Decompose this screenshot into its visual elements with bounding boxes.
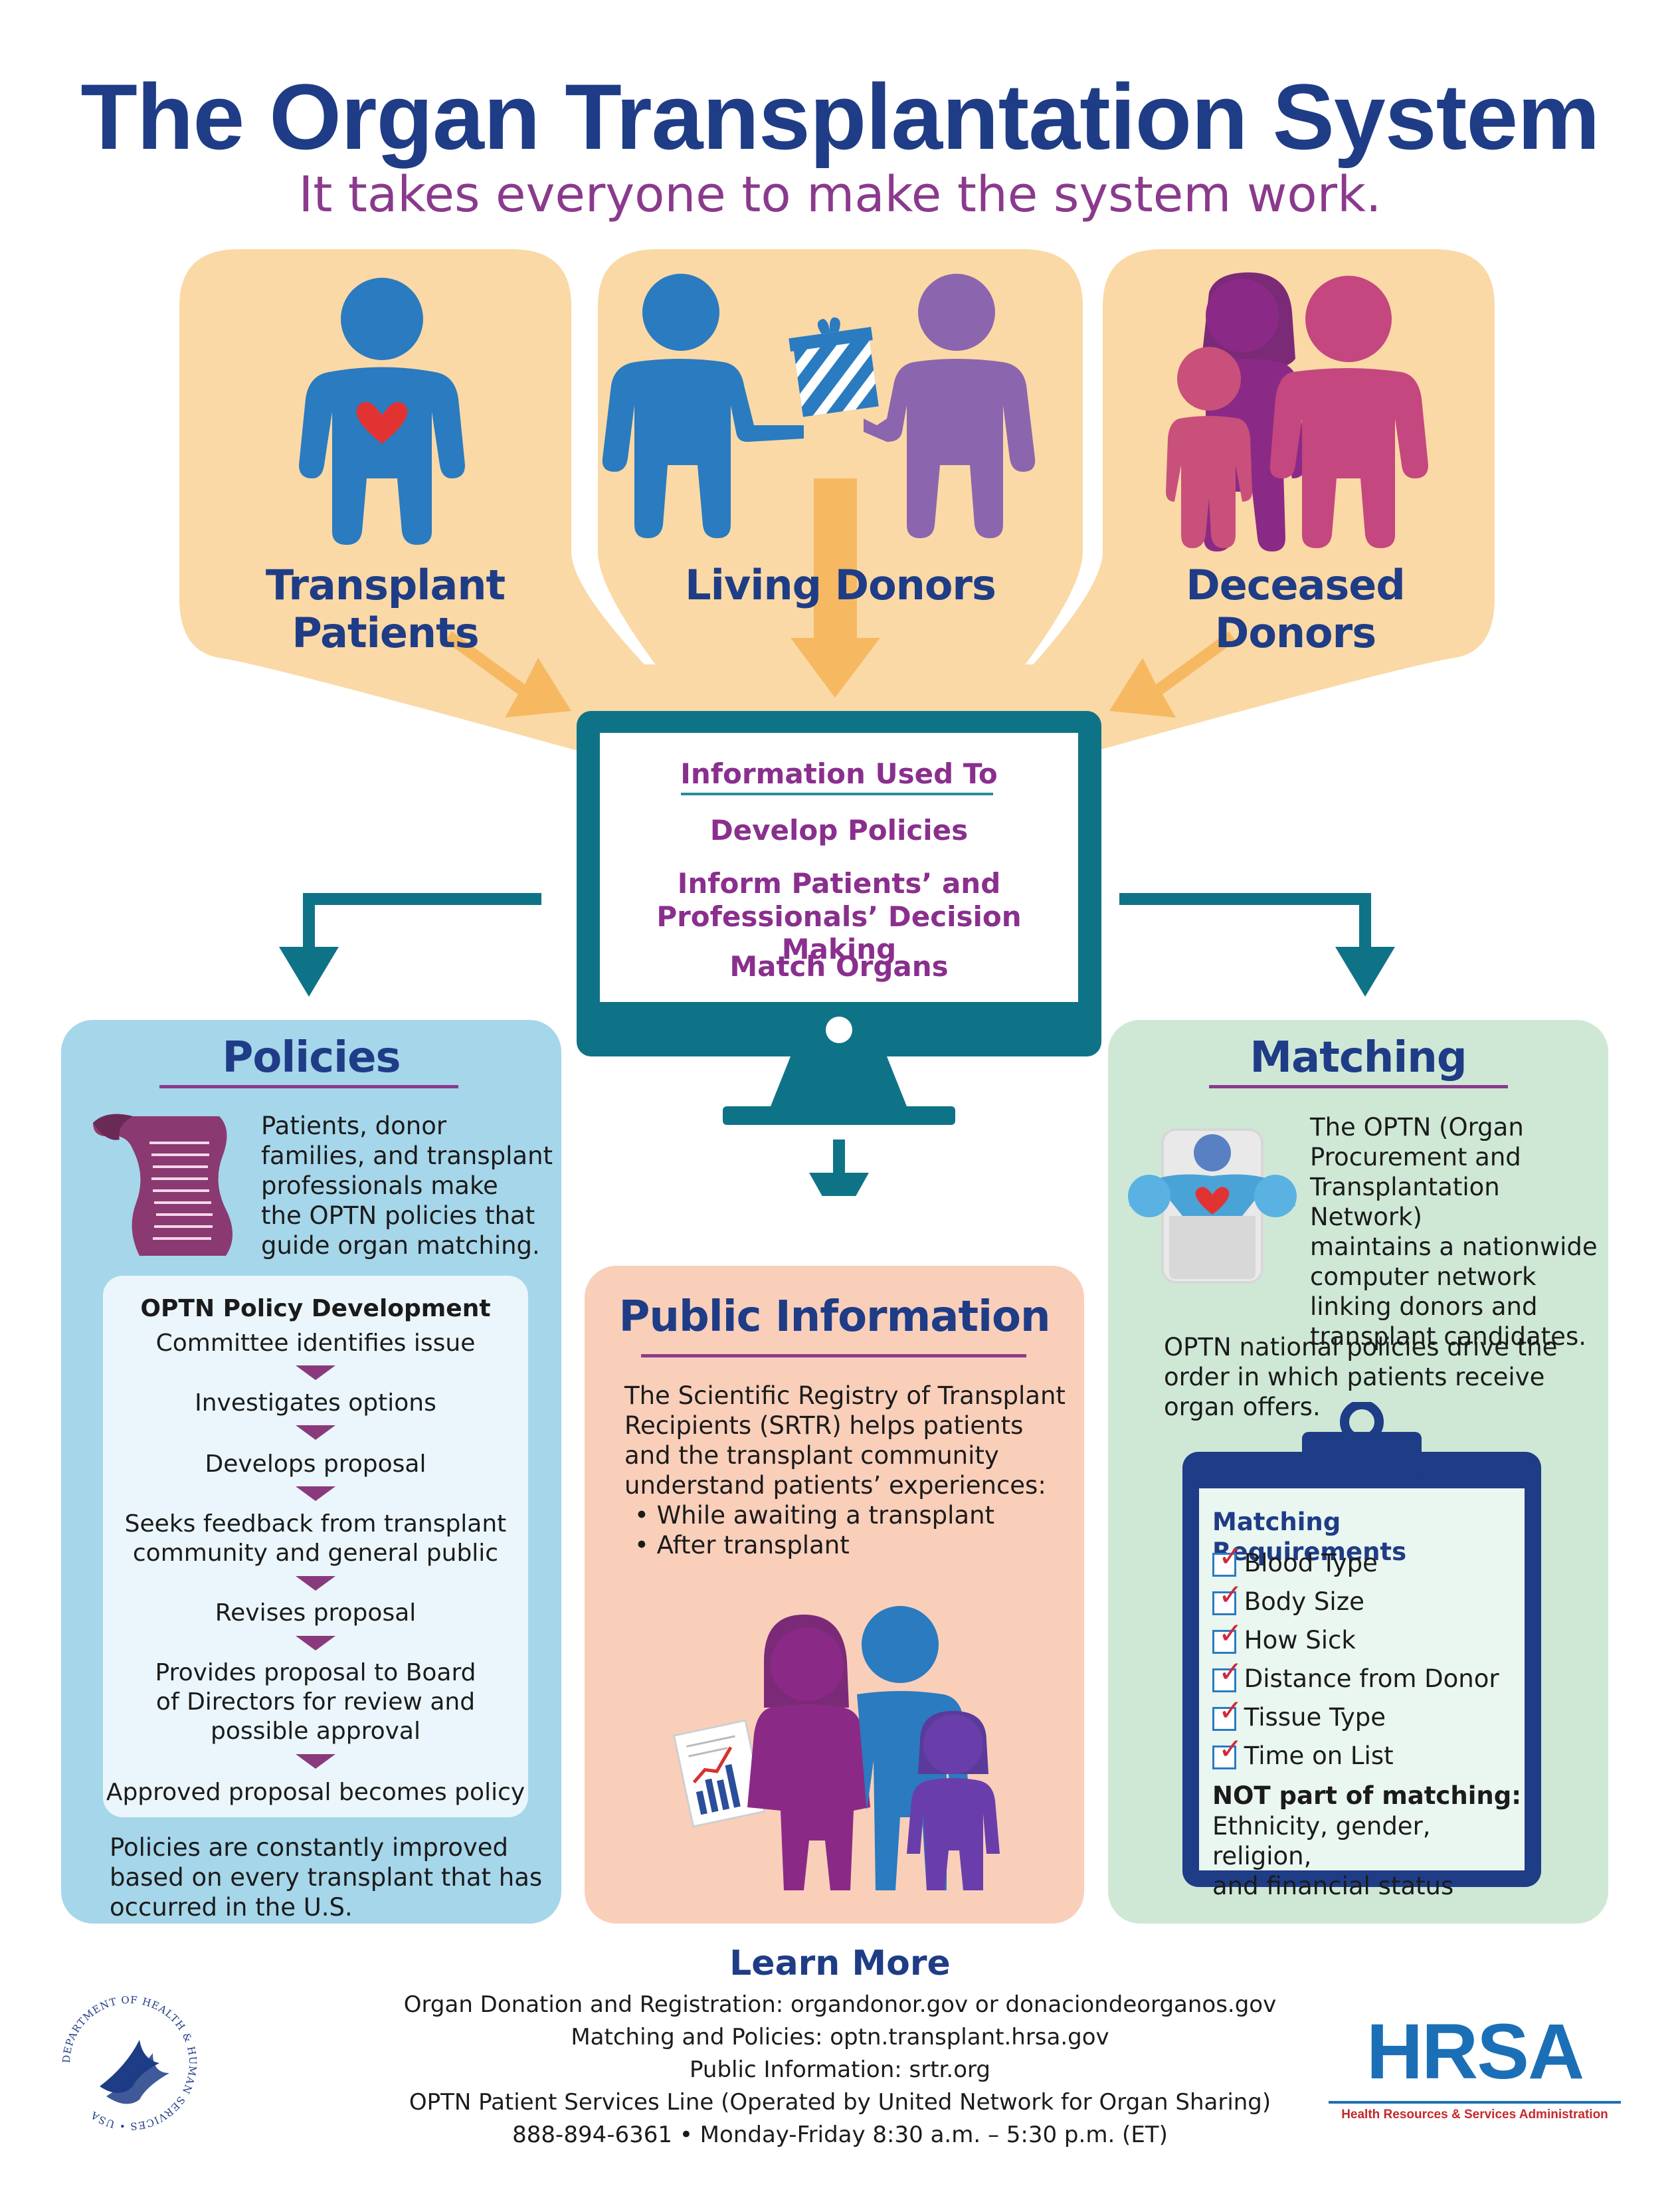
policy-step-5: Revises proposal [215, 1599, 417, 1627]
policies-title: Policies [222, 1033, 401, 1082]
requirement-item: ✓ Tissue Type [1212, 1696, 1386, 1732]
public-info-bullets: • While awaiting a transplant • After tr… [634, 1500, 1060, 1560]
policies-intro: Patients, donor families, and transplant… [261, 1112, 553, 1260]
policies-closing: Policies are constantly improved based o… [110, 1833, 543, 1922]
requirement-item: ✓ Blood Type [1212, 1542, 1378, 1578]
learn-more-title: Learn More [729, 1943, 951, 1983]
monitor-item-inform-2: Professionals’ Decision Making [656, 900, 1022, 965]
arrow-left-orange [445, 631, 571, 718]
group-label-line2: Donors [1214, 609, 1376, 657]
family-icon [1166, 272, 1428, 551]
not-matching-title: NOT part of matching: [1212, 1781, 1521, 1810]
transplant-patients-label: Transplant Patients [219, 561, 551, 657]
checkbox-checked-icon: ✓ [1212, 1580, 1243, 1615]
deceased-donors-label: Deceased Donors [1129, 561, 1461, 657]
step-arrow-icon [296, 1636, 335, 1650]
page-title: The Organ Transplantation System [80, 64, 1600, 169]
policies-title-rule [159, 1085, 458, 1088]
scroll-document-icon [93, 1114, 233, 1256]
step-arrow-icon [296, 1425, 335, 1440]
hrsa-logo: HRSA [1366, 2008, 1584, 2096]
gift-exchange-icon [602, 274, 1036, 538]
arrow-right-orange [1109, 631, 1236, 718]
monitor-item-match: Match Organs [729, 950, 949, 983]
requirement-item: ✓ Distance from Donor [1212, 1657, 1499, 1694]
teal-arrow-right [1119, 893, 1395, 997]
matching-title: Matching [1250, 1033, 1467, 1082]
policy-step-4b: community and general public [132, 1540, 499, 1567]
requirement-item: ✓ How Sick [1212, 1619, 1356, 1655]
group-label-line1: Living Donors [685, 561, 996, 609]
patient-bed-icon [1128, 1128, 1297, 1284]
footer-patient-services: OPTN Patient Services Line (Operated by … [409, 2089, 1271, 2116]
list-item: • While awaiting a transplant [634, 1501, 995, 1530]
top-illustration [179, 249, 1495, 1196]
checkbox-checked-icon: ✓ [1212, 1619, 1243, 1654]
footer-link-srtr[interactable]: Public Information: srtr.org [690, 2056, 990, 2083]
public-info-title-rule [641, 1354, 1026, 1357]
step-arrow-icon [296, 1754, 335, 1769]
matching-text: The OPTN (Organ Procurement and Transpla… [1310, 1113, 1598, 1351]
funnel-left [179, 249, 704, 751]
footer-link-organdonor[interactable]: Organ Donation and Registration: orgando… [403, 1991, 1277, 2018]
policy-step-4a: Seeks feedback from transplant [124, 1510, 507, 1538]
policy-step-1: Committee identifies issue [155, 1330, 476, 1357]
hhs-seal-logo: DEPARTMENT OF HEALTH & HUMAN SERVICES • … [59, 1993, 200, 2134]
checkbox-checked-icon: ✓ [1212, 1657, 1243, 1692]
list-item: • After transplant [634, 1531, 850, 1559]
policy-step-6b: of Directors for review and [155, 1688, 476, 1716]
clipboard-icon [1182, 1402, 1541, 1887]
living-donors-label: Living Donors [664, 561, 1016, 609]
policy-step-6c: possible approval [210, 1718, 420, 1745]
footer-link-optn[interactable]: Matching and Policies: optn.transplant.h… [571, 2024, 1109, 2050]
hrsa-tagline: Health Resources & Services Administrati… [1341, 2108, 1608, 2122]
requirement-item: ✓ Body Size [1212, 1580, 1364, 1617]
matching-title-rule [1209, 1085, 1508, 1088]
group-label-line1: Transplant [265, 561, 506, 609]
matching-text-2: OPTN national policies drive the order i… [1164, 1333, 1558, 1421]
public-info-text: The Scientific Registry of Transplant Re… [624, 1381, 1066, 1500]
checkbox-checked-icon: ✓ [1212, 1542, 1243, 1577]
policy-step-6a: Provides proposal to Board [155, 1659, 476, 1686]
hrsa-rule [1329, 2101, 1621, 2104]
family-report-icon [672, 1606, 1000, 1890]
monitor-heading: Information Used To [680, 757, 998, 790]
requirement-item: ✓ Time on List [1212, 1734, 1394, 1771]
teal-arrow-left [279, 893, 541, 997]
monitor-item-develop: Develop Policies [709, 814, 969, 846]
policy-step-7: Approved proposal becomes policy [106, 1779, 525, 1806]
patient-with-heart-icon [299, 278, 465, 545]
teal-arrow-center [809, 1140, 869, 1196]
step-arrow-icon [296, 1365, 335, 1380]
footer-phone-hours: 888-894-6361 • Monday-Friday 8:30 a.m. –… [512, 2122, 1168, 2148]
policy-step-3: Develops proposal [205, 1450, 426, 1478]
step-arrow-icon [296, 1576, 335, 1591]
checkbox-checked-icon: ✓ [1212, 1696, 1243, 1731]
policy-development-title: OPTN Policy Development [140, 1295, 491, 1322]
monitor-icon [577, 711, 1101, 1125]
group-label-line2: Patients [292, 609, 479, 657]
group-label-line1: Deceased [1186, 561, 1406, 609]
public-info-title: Public Information [618, 1292, 1050, 1342]
checkbox-checked-icon: ✓ [1212, 1734, 1243, 1769]
arrow-center-orange [791, 478, 880, 698]
monitor-item-inform-1: Inform Patients’ and [677, 867, 1001, 900]
policy-step-2: Investigates options [195, 1389, 436, 1417]
not-matching-text: Ethnicity, gender, religion, and financi… [1212, 1812, 1454, 1900]
page-subtitle: It takes everyone to make the system wor… [298, 166, 1382, 223]
matching-requirements-title: Matching Requirements [1212, 1508, 1407, 1566]
step-arrow-icon [296, 1486, 335, 1501]
